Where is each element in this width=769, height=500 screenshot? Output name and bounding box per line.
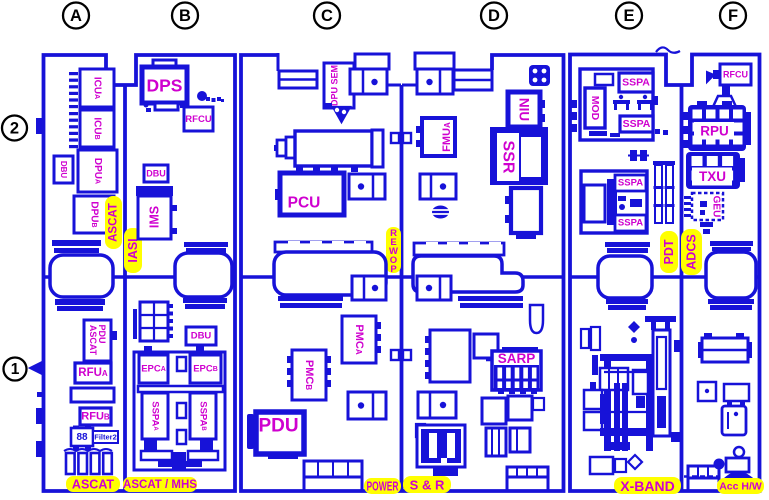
svg-text:P: P [390,264,397,275]
svg-text:TXU: TXU [699,169,726,184]
svg-text:Acc H/W: Acc H/W [719,481,762,493]
svg-text:SSPAB: SSPAB [198,401,209,431]
svg-text:RPU: RPU [700,124,729,139]
svg-text:FMUA: FMUA [441,122,453,152]
svg-text:F: F [728,7,738,25]
svg-text:ICUA: ICUA [92,77,103,99]
svg-text:RFCU: RFCU [723,70,748,80]
svg-text:PMCB: PMCB [303,360,315,390]
svg-text:E: E [623,7,634,25]
svg-text:POWER: POWER [367,480,399,494]
svg-text:SSPAA: SSPAA [150,401,161,431]
svg-text:RFCU: RFCU [185,114,212,125]
svg-text:O: O [390,255,397,266]
svg-text:PDT: PDT [662,239,676,264]
svg-text:DBU: DBU [59,161,68,179]
svg-text:SSPA: SSPA [622,77,650,89]
svg-text:DPUA: DPUA [92,158,103,184]
svg-text:SSPA: SSPA [618,178,643,189]
svg-text:PDU: PDU [258,416,298,437]
svg-text:E: E [390,237,396,248]
svg-text:IMS: IMS [148,206,162,228]
svg-text:88: 88 [76,432,88,443]
svg-text:X-BAND: X-BAND [620,478,674,494]
svg-text:DPU SEM: DPU SEM [330,65,340,106]
svg-text:DPS: DPS [147,76,183,96]
svg-text:DBU: DBU [191,331,212,342]
svg-text:MOD: MOD [589,96,601,121]
svg-text:SSPA: SSPA [623,118,651,130]
svg-text:ASCAT / MHS: ASCAT / MHS [123,479,197,491]
svg-text:SSR: SSR [500,141,517,174]
svg-text:GEU: GEU [711,196,722,218]
svg-text:ASCAT: ASCAT [108,203,120,242]
svg-text:D: D [488,7,500,25]
svg-text:DPUB: DPUB [89,201,100,227]
svg-text:A: A [70,7,82,25]
svg-text:PMCA: PMCA [353,324,365,354]
svg-text:R: R [390,228,397,239]
svg-text:B: B [179,7,191,25]
svg-text:C: C [321,7,333,25]
svg-text:W: W [389,246,398,257]
svg-text:PDU: PDU [97,324,107,343]
svg-text:ICUB: ICUB [92,117,103,139]
svg-text:RFUB: RFUB [81,411,110,423]
svg-text:ADCS: ADCS [685,234,699,269]
svg-text:EPCA: EPCA [141,364,166,375]
svg-text:PCU: PCU [288,195,321,212]
svg-text:DBU: DBU [146,169,166,179]
svg-text:SARP: SARP [498,351,536,366]
svg-text:RFUA: RFUA [78,367,108,379]
svg-text:1: 1 [11,361,20,378]
svg-text:SSPA: SSPA [618,218,643,229]
svg-text:EPCB: EPCB [193,364,218,375]
svg-text:NIU: NIU [517,98,532,121]
svg-text:ASCAT: ASCAT [72,478,114,492]
svg-text:2: 2 [10,120,19,138]
svg-text:ASCAT: ASCAT [88,325,98,356]
svg-text:Filter2: Filter2 [94,433,117,442]
svg-text:IASI: IASI [126,238,140,262]
svg-text:S & R: S & R [410,478,445,493]
